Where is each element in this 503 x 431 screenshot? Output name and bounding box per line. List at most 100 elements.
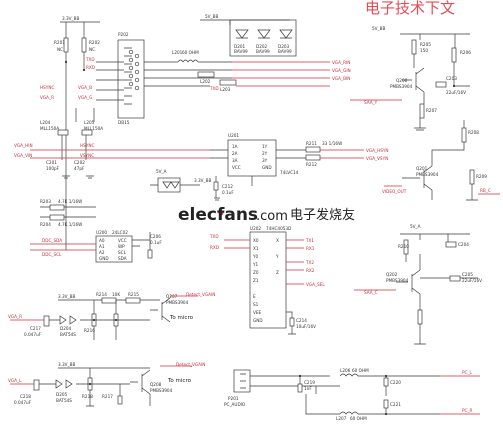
- eeprom-sda-net: DDC_SDA: [42, 238, 62, 243]
- audio-out-pc-r: PC_R: [462, 408, 473, 413]
- res-r204: [49, 214, 65, 221]
- vga-pin-9: [134, 77, 140, 83]
- esd-diode-box: [229, 19, 297, 57]
- audio-chokes: [339, 373, 359, 415]
- audio2-wires: [39, 368, 151, 406]
- cap-c216: [117, 395, 123, 405]
- eeprom-scl-net: DDC_SCL: [42, 252, 62, 257]
- q200-part: PMBS3904: [390, 84, 413, 89]
- l204-value: MLL150A: [40, 126, 59, 131]
- esd-d203-ref: D203: [278, 44, 290, 49]
- cap-c204: [445, 241, 457, 248]
- eeprom-part: 24LC02: [112, 230, 128, 235]
- mux-ref: U202: [250, 226, 261, 231]
- diode-d205-symbol: [55, 379, 73, 389]
- c201-value: 100pF: [46, 166, 60, 171]
- d205-ref: D205: [56, 392, 68, 397]
- transistor-q200-symbol: [402, 67, 425, 93]
- vga-line-rxd: RXD: [86, 65, 95, 70]
- r203-value: 4.7K 1/16W: [58, 199, 82, 204]
- res-r203: [49, 204, 65, 211]
- net-vga-bin: VGA_BIN: [332, 76, 350, 81]
- mux-pin-z: Z: [276, 270, 279, 275]
- mux-pin-y: Y: [275, 254, 279, 259]
- buffer-pin-2a: 2A: [232, 151, 238, 156]
- audio-jack-name: PC_AUDIO: [224, 402, 246, 407]
- r201-value: NC: [57, 47, 63, 52]
- vga-pin-3: [128, 65, 134, 71]
- detect1-to-micro: To micro: [169, 315, 194, 321]
- audio-out-wires: [305, 375, 440, 415]
- buffer-pin-gnd: GND: [262, 165, 272, 170]
- esd-d201-ref: D201: [234, 44, 246, 49]
- c219-ref: C219: [304, 380, 315, 385]
- mux-part: 74HC4053D: [266, 226, 291, 231]
- r203-ref: R203: [40, 199, 51, 204]
- mux-pin-gnd: GND: [253, 318, 263, 323]
- rb-c-net: RB_C: [480, 188, 491, 193]
- r206-ref: R206: [460, 50, 471, 55]
- c201-ref: C201: [46, 160, 57, 165]
- sync-input-wires: [30, 149, 210, 159]
- cap-c202: [81, 129, 93, 136]
- choke-l201-value: 60 OHM: [182, 50, 199, 55]
- r207-ref: R207: [426, 108, 437, 113]
- l205-ref: L205: [84, 120, 95, 125]
- right-rail-label: 5V_BB: [372, 26, 385, 31]
- c212-value: 0.1uF: [222, 190, 234, 195]
- mux-output-wires: [286, 239, 304, 285]
- vga-pin-10: [134, 85, 140, 91]
- q207-ref: Q207: [166, 294, 178, 299]
- mux-pin-z0: Z0: [253, 270, 259, 275]
- audio-out-red-wires: [440, 375, 480, 415]
- vga-line-hsync: HSYNC: [40, 85, 54, 90]
- buffer-pin-1y: 1Y: [262, 144, 268, 149]
- esd-diode-symbols: [235, 29, 293, 39]
- vga-line-g: VGA_G: [78, 95, 92, 100]
- r202-value: NC: [89, 47, 95, 52]
- vga-connector-body: [117, 39, 145, 119]
- sync-label-vsync: VSYNC: [80, 153, 94, 158]
- choke-l202-ref: L202: [200, 79, 211, 84]
- buffer-pin-3y: 3Y: [262, 158, 268, 163]
- audio-in-vga-r: VGA_R: [8, 314, 22, 319]
- esd-d202-ref: D202: [256, 44, 268, 49]
- buffer-rail-label: 3.3V_BB: [194, 178, 211, 183]
- r211-ref: R211: [306, 141, 317, 146]
- res-r211: [305, 146, 321, 153]
- mux-out-tx1: TX1: [305, 238, 314, 243]
- vga-line-b: VGA_B: [78, 85, 92, 90]
- esd-d202-part: BAV99: [256, 49, 270, 54]
- q201-part: PMBS3904: [416, 172, 439, 177]
- buffer-out-wires: [320, 149, 364, 159]
- audio-in-vga-l: VGA_L: [8, 378, 22, 383]
- res-r206: [451, 47, 457, 63]
- resistor-r202: [81, 37, 87, 53]
- res-r207: [419, 103, 425, 119]
- eeprom-rail-wires: [132, 232, 151, 250]
- l204-ref: L204: [40, 120, 51, 125]
- saa-y-net: SAA_Y: [364, 100, 378, 105]
- audio-l206-value: 60 OHM: [352, 368, 369, 373]
- res-r205: [411, 39, 417, 55]
- junction-dot: [114, 318, 118, 322]
- c214-value: 10uF/16V: [296, 324, 316, 329]
- video-out-net: VIDEO_OUT: [382, 189, 407, 194]
- mux-pin-z1: Z1: [253, 278, 259, 283]
- watermark-brand: elecfans: [178, 205, 258, 225]
- left-vertical-wires: [65, 22, 85, 250]
- junction-dot: [82, 68, 86, 72]
- junction-dot: [452, 84, 456, 88]
- eeprom-ref: U200: [96, 230, 107, 235]
- rail-5v-label: 5V_BB: [205, 14, 218, 19]
- buffer-out-vsyn: VGA_VSYN: [366, 156, 388, 161]
- res-r214: [101, 297, 117, 304]
- mux-out-rx2: RX2: [306, 268, 315, 273]
- junction-dot: [64, 60, 68, 64]
- diode-d204-symbol: [59, 315, 77, 325]
- eeprom-pin-a2: A2: [99, 250, 105, 255]
- junction-dot: [92, 318, 96, 322]
- r204-value: 4.7K 1/16W: [58, 222, 82, 227]
- sync-in-vga-hin: VGA_HIN: [14, 143, 33, 148]
